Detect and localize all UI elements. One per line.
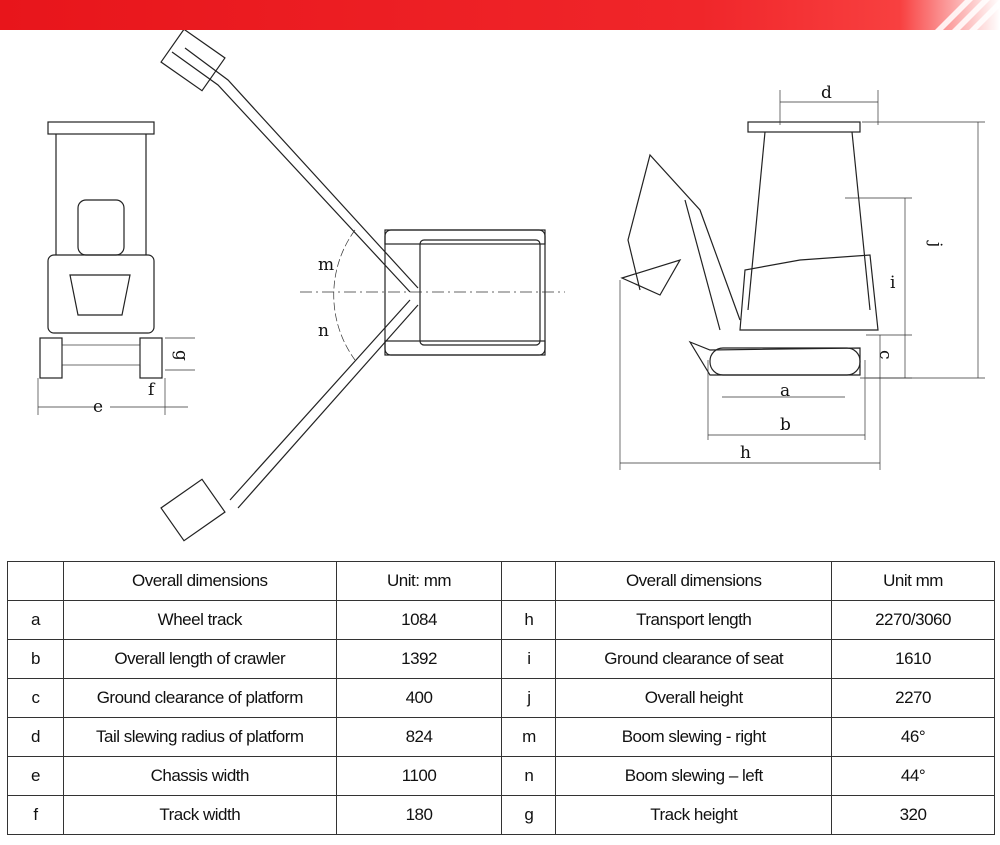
name-cell: Track width <box>62 795 337 835</box>
value-cell: 1610 <box>831 639 995 679</box>
front-view: e f g <box>37 121 195 417</box>
name-cell: Transport length <box>555 600 833 640</box>
label-j: j <box>925 240 945 247</box>
header-cell: Overall dimensions <box>555 561 833 601</box>
label-i: i <box>890 273 896 293</box>
value-cell: 824 <box>335 717 503 757</box>
label-m: m <box>318 255 334 275</box>
header-cell: Unit mm <box>831 561 995 601</box>
name-cell: Ground clearance of platform <box>62 678 337 718</box>
name-cell: Boom slewing – left <box>555 756 833 796</box>
name-cell: Boom slewing - right <box>555 717 833 757</box>
label-d: d <box>821 83 832 103</box>
value-cell: 1100 <box>335 756 503 796</box>
label-n: n <box>318 321 329 341</box>
header-cell: Unit: mm <box>335 561 503 601</box>
label-f: f <box>148 380 156 400</box>
code-cell: b <box>7 639 64 679</box>
table-header-row: Overall dimensions Unit: mm Overall dime… <box>7 561 995 601</box>
code-cell: a <box>7 600 64 640</box>
name-cell: Chassis width <box>62 756 337 796</box>
value-cell: 44° <box>831 756 995 796</box>
side-view: d j i c a b h <box>619 83 985 470</box>
dimensions-table: Overall dimensions Unit: mm Overall dime… <box>7 561 995 835</box>
value-cell: 1392 <box>335 639 503 679</box>
value-cell: 2270 <box>831 678 995 718</box>
value-cell: 400 <box>335 678 503 718</box>
value-cell: 2270/3060 <box>831 600 995 640</box>
header-cell <box>501 561 557 601</box>
name-cell: Wheel track <box>62 600 337 640</box>
code-cell: i <box>501 639 557 679</box>
label-h: h <box>740 443 751 463</box>
header-cell: Overall dimensions <box>62 561 337 601</box>
header-cell <box>7 561 64 601</box>
value-cell: 1084 <box>335 600 503 640</box>
name-cell: Overall height <box>555 678 833 718</box>
label-b: b <box>780 415 791 435</box>
code-cell: j <box>501 678 557 718</box>
top-view: m n <box>160 30 565 542</box>
code-cell: m <box>501 717 557 757</box>
code-cell: f <box>7 795 64 835</box>
label-c: c <box>875 350 895 360</box>
excavator-dimension-drawing: e f g m n d j i c a b <box>37 30 985 542</box>
value-cell: 180 <box>335 795 503 835</box>
code-cell: c <box>7 678 64 718</box>
name-cell: Track height <box>555 795 833 835</box>
code-cell: e <box>7 756 64 796</box>
name-cell: Ground clearance of seat <box>555 639 833 679</box>
label-g: g <box>171 350 191 361</box>
value-cell: 46° <box>831 717 995 757</box>
label-e: e <box>93 397 103 417</box>
name-cell: Overall length of crawler <box>62 639 337 679</box>
header-banner <box>0 0 1000 30</box>
code-cell: n <box>501 756 557 796</box>
label-a: a <box>780 381 790 401</box>
value-cell: 320 <box>831 795 995 835</box>
name-cell: Tail slewing radius of platform <box>62 717 337 757</box>
code-cell: g <box>501 795 557 835</box>
code-cell: d <box>7 717 64 757</box>
code-cell: h <box>501 600 557 640</box>
